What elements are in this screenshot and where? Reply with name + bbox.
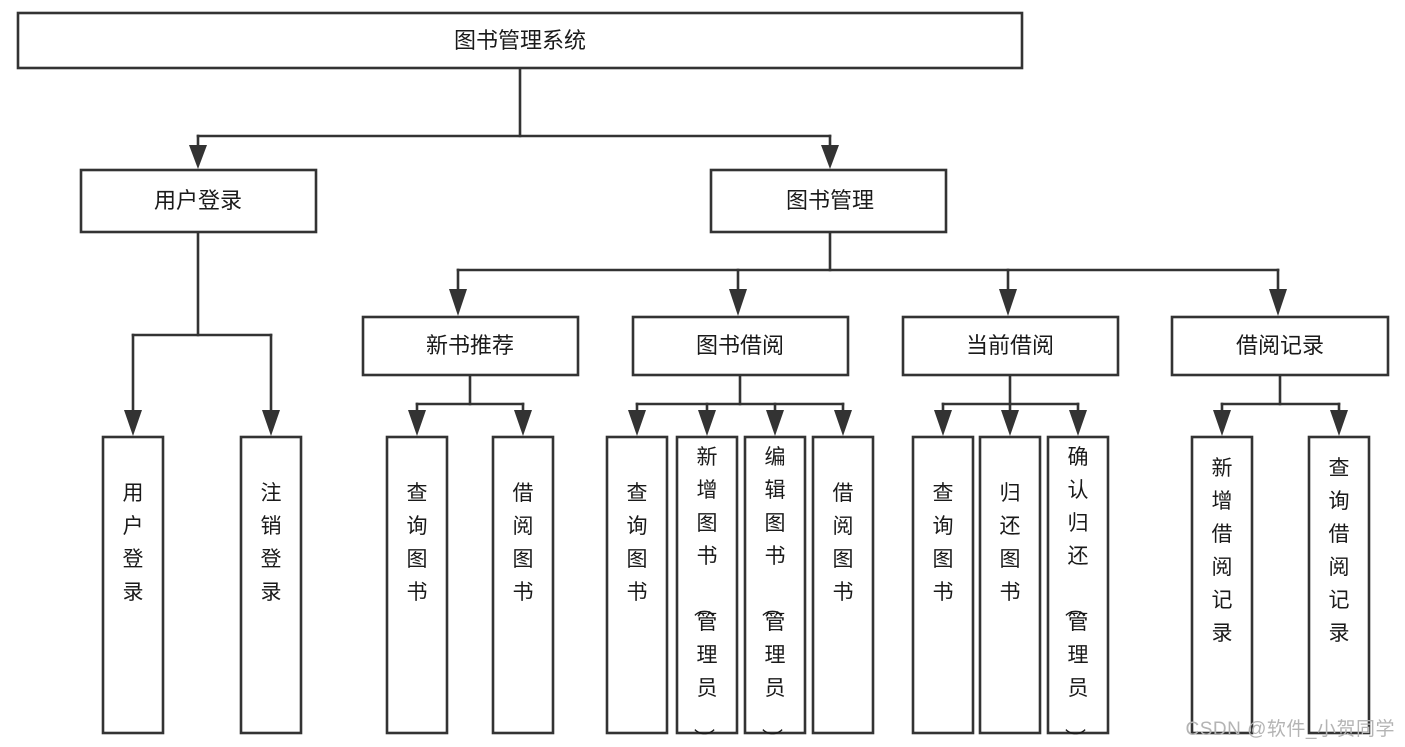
node-book-borrow[interactable]: 图书借阅 <box>631 315 850 377</box>
arrow-root-to-bookmgmt-icon <box>821 145 839 169</box>
leaf-query-book-1[interactable]: 查询图书 <box>385 435 449 735</box>
leaf-borrow-book-2[interactable]: 借阅图书 <box>811 435 875 735</box>
leaf-add-record-box[interactable] <box>1190 435 1254 735</box>
arrow-borrowrecord-leaf1-icon <box>1213 410 1231 436</box>
leaf-query-book-3-box[interactable] <box>911 435 975 735</box>
node-user-login-box[interactable] <box>79 168 318 234</box>
arrow-bookborrow-leaf1-icon <box>628 410 646 436</box>
node-current-borrow[interactable]: 当前借阅 <box>901 315 1120 377</box>
arrow-bookborrow-leaf3-icon <box>766 410 784 436</box>
node-book-management-label: 图书管理 <box>786 188 874 213</box>
node-root-label: 图书管理系统 <box>454 28 586 53</box>
arrow-root-to-userlogin-icon <box>189 145 207 169</box>
leaf-query-book-1-box[interactable] <box>385 435 449 735</box>
arrow-userlogin-leaf1-icon <box>124 410 142 436</box>
node-new-book-recommend-box[interactable] <box>361 315 580 377</box>
node-new-book-recommend[interactable]: 新书推荐 <box>361 315 580 377</box>
node-root[interactable]: 图书管理系统 <box>16 11 1024 70</box>
leaf-borrow-book-1[interactable]: 借阅图书 <box>491 435 555 735</box>
leaf-query-book-1-label: 查询图书 <box>407 482 428 604</box>
arrow-newbook-leaf1-icon <box>408 410 426 436</box>
leaf-borrow-book-1-box[interactable] <box>491 435 555 735</box>
leaf-confirm-return-box[interactable] <box>1046 435 1110 735</box>
leaf-borrow-book-2-box[interactable] <box>811 435 875 735</box>
leaf-query-book-2[interactable]: 查询图书 <box>605 435 669 735</box>
node-current-borrow-label: 当前借阅 <box>966 333 1054 358</box>
node-user-login[interactable]: 用户登录 <box>79 168 318 234</box>
arrow-bookmgmt-to-bookborrow-icon <box>729 289 747 316</box>
leaf-user-login-box[interactable] <box>101 435 165 735</box>
leaf-query-book-3[interactable]: 查询图书 <box>911 435 975 735</box>
node-current-borrow-box[interactable] <box>901 315 1120 377</box>
leaf-return-book[interactable]: 归还图书 <box>978 435 1042 735</box>
leaf-user-logout-label: 注销登录 <box>261 482 282 604</box>
arrow-borrowrecord-leaf2-icon <box>1330 410 1348 436</box>
leaf-query-book-3-label: 查询图书 <box>933 482 954 604</box>
leaf-query-book-2-label: 查询图书 <box>627 482 648 604</box>
node-borrow-record-label: 借阅记录 <box>1236 333 1324 358</box>
leaf-user-login-label: 用户登录 <box>123 482 144 604</box>
leaf-query-record-box[interactable] <box>1307 435 1371 735</box>
leaf-return-book-box[interactable] <box>978 435 1042 735</box>
leaf-add-book-label: 新增图书（管理员） <box>692 446 718 747</box>
leaf-borrow-book-1-label: 借阅图书 <box>513 482 534 604</box>
leaf-confirm-return[interactable]: 确认归还（管理员） <box>1046 435 1110 747</box>
leaf-confirm-return-label: 确认归还（管理员） <box>1063 446 1089 747</box>
node-book-borrow-box[interactable] <box>631 315 850 377</box>
leaf-edit-book[interactable]: 编辑图书（管理员） <box>743 435 807 747</box>
leaf-edit-book-label: 编辑图书（管理员） <box>760 446 786 747</box>
leaf-user-logout[interactable]: 注销登录 <box>239 435 303 735</box>
leaf-add-record[interactable]: 新增借阅记录 <box>1190 435 1254 735</box>
node-book-borrow-label: 图书借阅 <box>696 333 784 358</box>
arrow-newbook-leaf2-icon <box>514 410 532 436</box>
arrow-currentborrow-leaf3-icon <box>1069 410 1087 436</box>
leaf-user-logout-box[interactable] <box>239 435 303 735</box>
node-borrow-record-box[interactable] <box>1170 315 1390 377</box>
arrow-bookmgmt-to-currentborrow-icon <box>999 289 1017 316</box>
node-borrow-record[interactable]: 借阅记录 <box>1170 315 1390 377</box>
leaf-borrow-book-2-label: 借阅图书 <box>833 482 854 604</box>
leaf-add-book-box[interactable] <box>675 435 739 735</box>
leaf-return-book-label: 归还图书 <box>1000 482 1021 604</box>
arrow-userlogin-leaf2-icon <box>262 410 280 436</box>
arrow-currentborrow-leaf2-icon <box>1001 410 1019 436</box>
node-book-management[interactable]: 图书管理 <box>709 168 948 234</box>
node-new-book-recommend-label: 新书推荐 <box>426 333 514 358</box>
leaf-query-record-label: 查询借阅记录 <box>1329 457 1350 645</box>
leaf-query-book-2-box[interactable] <box>605 435 669 735</box>
arrow-bookborrow-leaf4-icon <box>834 410 852 436</box>
node-root-box[interactable] <box>16 11 1024 70</box>
leaf-add-book[interactable]: 新增图书（管理员） <box>675 435 739 747</box>
leaf-edit-book-box[interactable] <box>743 435 807 735</box>
arrow-bookmgmt-to-newbook-icon <box>449 289 467 316</box>
node-user-login-label: 用户登录 <box>154 188 242 213</box>
arrow-bookmgmt-to-borrowrecord-icon <box>1269 289 1287 316</box>
arrow-bookborrow-leaf2-icon <box>698 410 716 436</box>
connector-layer <box>124 66 1348 436</box>
leaf-add-record-label: 新增借阅记录 <box>1212 457 1233 645</box>
arrow-currentborrow-leaf1-icon <box>934 410 952 436</box>
node-book-management-box[interactable] <box>709 168 948 234</box>
leaf-user-login[interactable]: 用户登录 <box>101 435 165 735</box>
leaf-query-record[interactable]: 查询借阅记录 <box>1307 435 1371 735</box>
